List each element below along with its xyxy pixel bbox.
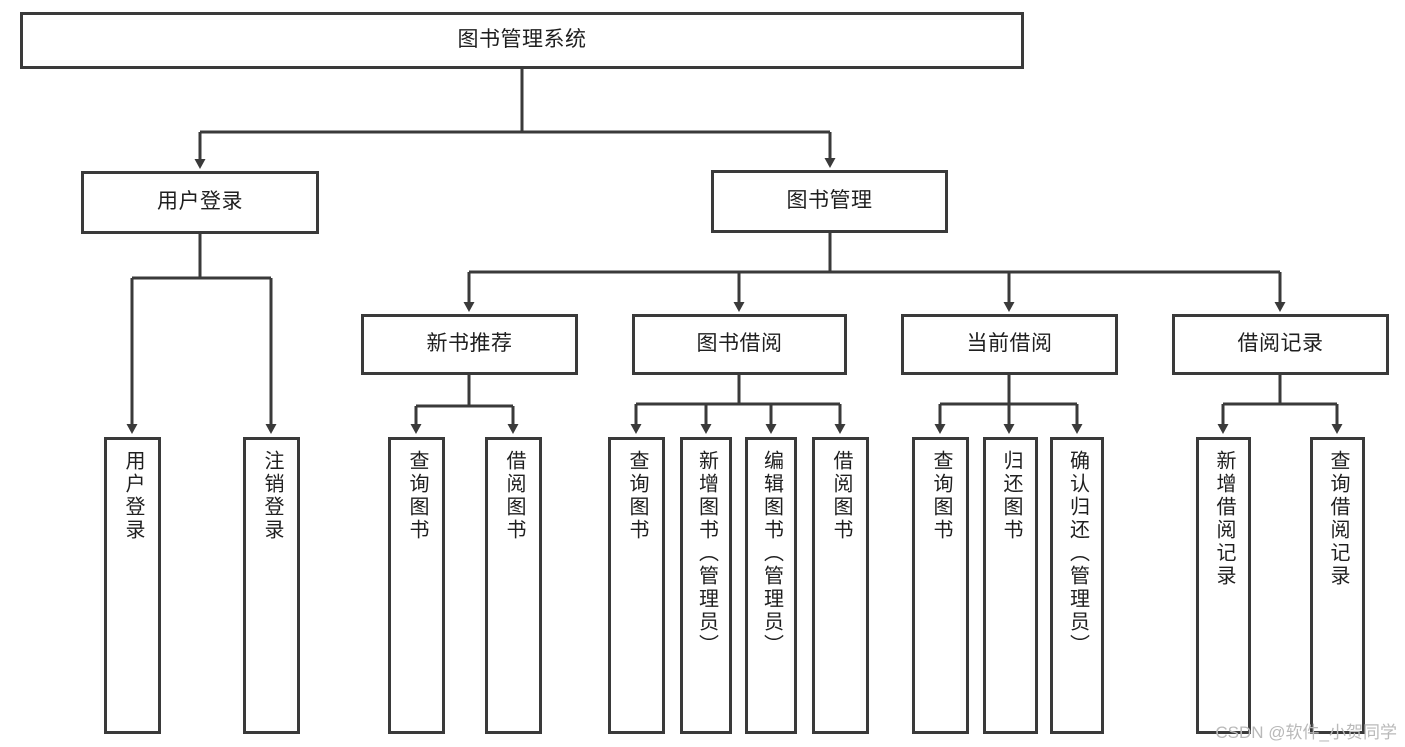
node-label: 编辑图书（管理员） xyxy=(760,450,783,657)
node-leaf-user-login[interactable]: 用户登录 xyxy=(104,437,161,734)
node-leaf-query-book-2[interactable]: 查询图书 xyxy=(608,437,665,734)
node-label: 查询图书 xyxy=(626,450,648,542)
node-label: 新增图书（管理员） xyxy=(695,450,718,657)
node-label: 查询图书 xyxy=(930,450,952,542)
node-label: 借阅图书 xyxy=(503,450,525,542)
node-leaf-query-book-1[interactable]: 查询图书 xyxy=(388,437,445,734)
node-label: 查询图书 xyxy=(406,450,428,542)
node-leaf-borrow-book-1[interactable]: 借阅图书 xyxy=(485,437,542,734)
node-label: 查询借阅记录 xyxy=(1327,450,1349,588)
node-label: 图书管理 xyxy=(786,189,873,213)
node-leaf-return-book[interactable]: 归还图书 xyxy=(983,437,1038,734)
node-leaf-edit-book[interactable]: 编辑图书（管理员） xyxy=(745,437,797,734)
node-borrow-record[interactable]: 借阅记录 xyxy=(1172,314,1389,375)
node-label: 注销登录 xyxy=(261,450,283,542)
node-current-borrow[interactable]: 当前借阅 xyxy=(901,314,1118,375)
node-user-login[interactable]: 用户登录 xyxy=(81,171,319,234)
node-label: 图书借阅 xyxy=(696,332,783,356)
node-leaf-add-book[interactable]: 新增图书（管理员） xyxy=(680,437,732,734)
node-label: 新增借阅记录 xyxy=(1213,450,1235,588)
node-root-system[interactable]: 图书管理系统 xyxy=(20,12,1024,69)
node-label: 确认归还（管理员） xyxy=(1066,450,1089,657)
node-book-borrow[interactable]: 图书借阅 xyxy=(632,314,847,375)
node-label: 图书管理系统 xyxy=(457,28,587,52)
node-leaf-user-logout[interactable]: 注销登录 xyxy=(243,437,300,734)
node-leaf-query-book-3[interactable]: 查询图书 xyxy=(912,437,969,734)
node-leaf-confirm-return[interactable]: 确认归还（管理员） xyxy=(1050,437,1104,734)
node-new-book-rec[interactable]: 新书推荐 xyxy=(361,314,578,375)
node-label: 新书推荐 xyxy=(426,332,513,356)
node-label: 当前借阅 xyxy=(966,332,1053,356)
node-label: 用户登录 xyxy=(157,190,243,214)
watermark: CSDN @软件_小贺同学 xyxy=(1215,723,1397,742)
node-label: 用户登录 xyxy=(122,450,144,542)
node-label: 归还图书 xyxy=(1000,450,1022,542)
node-book-manage[interactable]: 图书管理 xyxy=(711,170,948,233)
node-leaf-add-record[interactable]: 新增借阅记录 xyxy=(1196,437,1251,734)
node-label: 借阅记录 xyxy=(1237,332,1324,356)
node-leaf-query-record[interactable]: 查询借阅记录 xyxy=(1310,437,1365,734)
node-leaf-borrow-book-2[interactable]: 借阅图书 xyxy=(812,437,869,734)
node-label: 借阅图书 xyxy=(830,450,852,542)
